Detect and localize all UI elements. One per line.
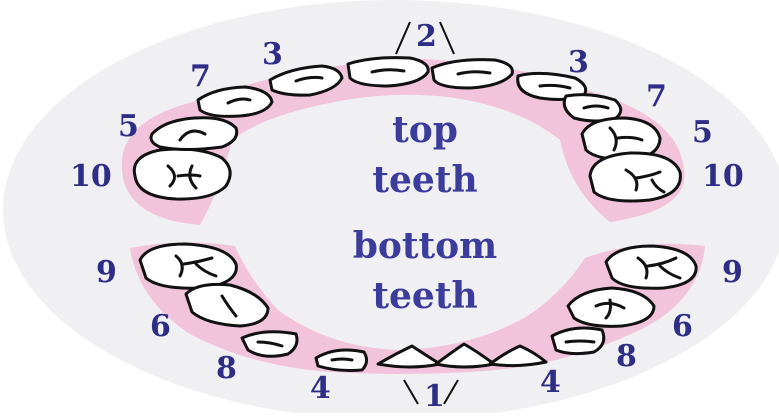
upper-right-number-3: 3 — [568, 45, 589, 80]
upper-left-number-5: 5 — [118, 109, 139, 144]
upper-right-number-10: 10 — [702, 159, 744, 194]
lower-center-number: 1 — [424, 379, 445, 413]
lower-right-number-8: 8 — [616, 339, 637, 374]
upper-left-number-3: 3 — [262, 37, 283, 72]
bottom-label-line-1: bottom — [353, 225, 498, 267]
lower-left-number-8: 8 — [216, 351, 237, 386]
lower-tooth-left-4 — [316, 350, 367, 371]
upper-left-number-10: 10 — [70, 159, 112, 194]
lower-tooth-right-8 — [552, 328, 604, 354]
lower-right-number-4: 4 — [540, 365, 561, 400]
top-label-line-1: top — [392, 109, 458, 151]
lower-tooth-left-9 — [140, 244, 236, 288]
upper-tooth-left-2 — [348, 58, 428, 86]
lower-right-number-9: 9 — [722, 255, 743, 290]
upper-center-number: 2 — [416, 19, 437, 54]
lower-right-number-6: 6 — [672, 309, 693, 344]
lower-left-number-4: 4 — [310, 371, 331, 406]
bottom-label-line-2: teeth — [372, 275, 477, 317]
upper-right-number-7: 7 — [646, 79, 667, 114]
lower-left-number-6: 6 — [150, 309, 171, 344]
lower-tooth-left-8 — [242, 332, 297, 357]
upper-tooth-right-7 — [564, 95, 621, 121]
upper-tooth-right-10 — [590, 153, 680, 201]
lower-tooth-right-9 — [606, 246, 696, 288]
upper-tooth-left-10 — [134, 149, 230, 199]
top-label-line-2: teeth — [372, 159, 477, 201]
lower-left-number-9: 9 — [96, 255, 117, 290]
upper-right-number-5: 5 — [692, 115, 713, 150]
upper-left-number-7: 7 — [190, 59, 211, 94]
lower-tooth-right-6 — [568, 288, 654, 326]
